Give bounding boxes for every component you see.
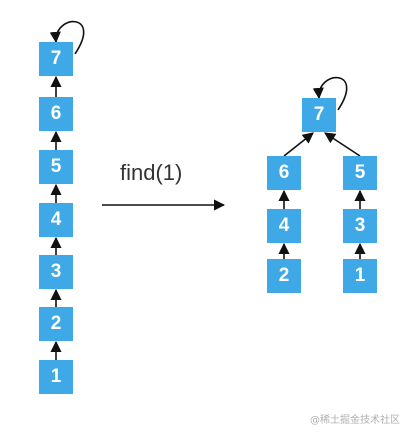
after-node-6: 6 [267,156,301,190]
operation-label: find(1) [120,160,183,185]
self-loop-edge [312,76,348,111]
edge-a6-to-a7 [283,132,314,157]
before-node-4: 4 [39,203,73,237]
after-node-1: 1 [343,259,377,293]
before-node-7: 7 [39,42,73,76]
after-node-4: 4 [267,209,301,243]
before-node-2: 2 [39,307,73,341]
after-node-3: 3 [343,209,377,243]
after-node-5: 5 [343,156,377,190]
before-node-6: 6 [39,97,73,131]
after-node-7: 7 [302,98,336,132]
self-loop-edge [49,20,85,55]
watermark: @稀土掘金技术社区 [310,415,400,426]
after-node-2: 2 [267,259,301,293]
before-node-3: 3 [39,255,73,289]
edge-a5-to-a7 [324,132,361,157]
before-node-5: 5 [39,150,73,184]
before-node-1: 1 [39,360,73,394]
